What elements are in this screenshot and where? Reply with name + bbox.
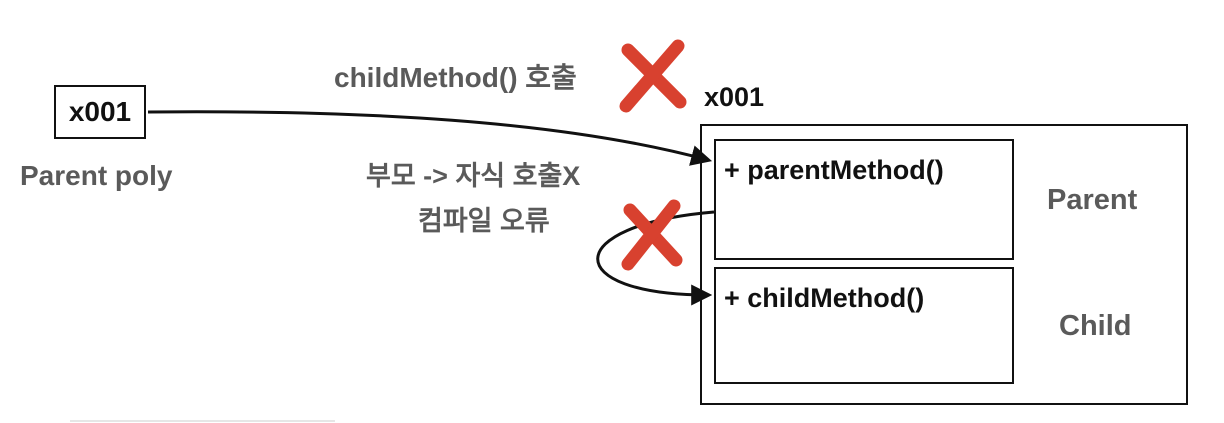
downcall-annotation-line1: 부모 -> 자식 호출X xyxy=(366,161,581,191)
cross-mark-icon xyxy=(621,199,683,271)
reference-address: x001 xyxy=(68,96,132,127)
instance-box xyxy=(700,124,1188,405)
reference-variable-label: Parent poly xyxy=(20,160,173,191)
child-section-box: + childMethod() xyxy=(714,267,1014,384)
instance-address: x001 xyxy=(704,82,765,112)
reference-address-box: x001 xyxy=(54,85,146,139)
child-class-label: Child xyxy=(1059,310,1132,342)
reference-arrow xyxy=(147,110,713,166)
downcall-annotation-line2: 컴파일 오류 xyxy=(418,206,550,236)
parent-method: + parentMethod() xyxy=(724,155,944,185)
cross-mark-icon xyxy=(619,39,687,113)
divider xyxy=(70,420,335,422)
parent-section-box: + parentMethod() xyxy=(714,139,1014,260)
child-method: + childMethod() xyxy=(724,283,925,313)
child-call-annotation: childMethod() 호출 xyxy=(334,62,577,93)
parent-class-label: Parent xyxy=(1047,184,1138,216)
